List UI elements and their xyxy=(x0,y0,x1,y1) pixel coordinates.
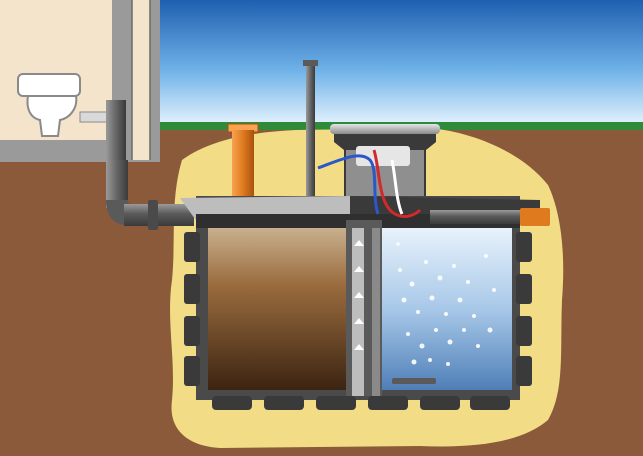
toilet-icon xyxy=(17,73,113,137)
house xyxy=(0,0,160,162)
drain-pipe xyxy=(106,160,194,230)
aerator xyxy=(392,378,436,384)
bubbles-icon xyxy=(396,242,496,366)
orange-inlet-riser xyxy=(227,123,259,200)
vent-pipe xyxy=(303,60,318,202)
tank xyxy=(180,196,540,410)
manhole-icon xyxy=(330,124,440,134)
cables xyxy=(317,149,422,218)
access-shaft xyxy=(330,124,440,196)
sludge-chamber xyxy=(208,228,346,390)
outlet-pipe xyxy=(430,208,550,226)
